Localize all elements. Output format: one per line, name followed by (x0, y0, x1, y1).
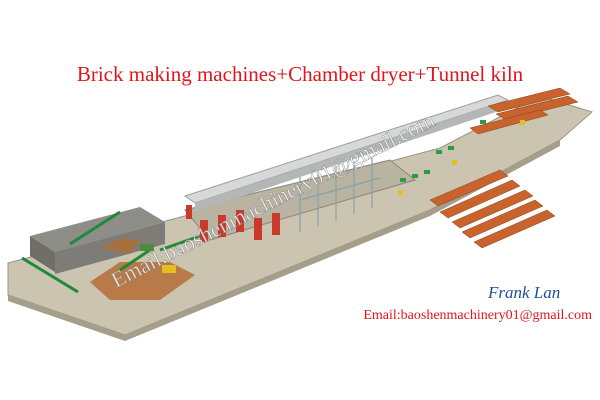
chamber-dryer-units (186, 205, 280, 242)
signature-name: Frank Lan (488, 283, 561, 302)
clay-pile-small (102, 238, 140, 254)
loader-vehicle (162, 265, 176, 273)
extruder-machine (140, 244, 154, 251)
contact-email: Email:baoshenmachinery01@gmail.com (363, 308, 592, 323)
tunnel-kiln-body (195, 100, 508, 212)
raw-material-hall-roof (30, 207, 165, 252)
raw-material-hall-wall (30, 236, 55, 272)
forklifts (398, 120, 525, 195)
finished-brick-stacks (429, 87, 579, 249)
feeding-conveyors (21, 210, 201, 294)
page-title: Brick making machines+Chamber dryer+Tunn… (76, 62, 524, 86)
dryer-rack-frames (299, 158, 381, 232)
kiln-cars (400, 120, 486, 182)
